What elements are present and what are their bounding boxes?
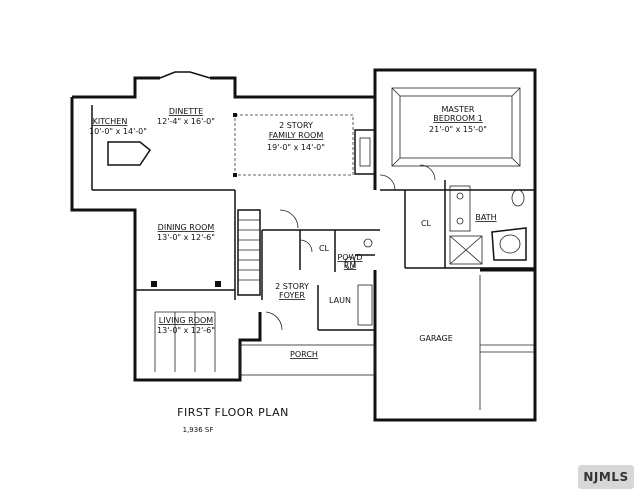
dining-dims: 13'-0" x 12'-6": [157, 233, 215, 242]
kitchen-dims: 10'-0" x 14'-0": [89, 127, 147, 136]
dinette-dims: 12'-4" x 16'-0": [157, 117, 215, 126]
foyer-line1: 2 STORY: [275, 282, 309, 291]
laundry-machines: [357, 284, 373, 326]
staircase: [237, 209, 261, 296]
interior-walls: [91, 105, 535, 331]
bath-fixtures: [449, 185, 527, 265]
laundry-label: LAUN: [329, 296, 351, 305]
garage-doors: [479, 275, 535, 410]
tray-ceiling: [391, 87, 521, 167]
porch-label: PORCH: [290, 350, 318, 359]
family-dims: 19'-0" x 14'-0": [267, 143, 325, 152]
family-line2: FAMILY ROOM: [269, 131, 324, 140]
master-line2: BEDROOM 1: [433, 114, 482, 123]
master-line1: MASTER: [442, 105, 475, 114]
garage-label: GARAGE: [419, 334, 453, 343]
closet2-label: CL: [421, 219, 432, 228]
living-label: LIVING ROOM: [159, 316, 214, 325]
family-room-beams: [233, 113, 354, 177]
kitchen-island: [107, 141, 152, 166]
columns: [151, 281, 221, 287]
porch-outline: [239, 344, 376, 376]
powder-line1: POWD: [337, 253, 362, 262]
room-labels: KITCHEN 10'-0" x 14'-0" DINETTE 12'-4" x…: [89, 105, 497, 359]
dining-label: DINING ROOM: [158, 223, 215, 232]
njmls-watermark: NJMLS: [578, 465, 634, 489]
master-dims: 21'-0" x 15'-0": [429, 125, 487, 134]
bath-label: BATH: [475, 213, 496, 222]
fireplace: [354, 129, 376, 175]
plan-area: 1,936 SF: [183, 426, 214, 434]
powder-line2: RM: [344, 261, 357, 270]
closet1-label: CL: [319, 244, 330, 253]
powder-fixtures: [344, 238, 373, 270]
living-room-detail: [154, 311, 216, 372]
dinette-label: DINETTE: [169, 107, 203, 116]
kitchen-label: KITCHEN: [93, 117, 128, 126]
plan-title: FIRST FLOOR PLAN: [177, 406, 289, 419]
living-dims: 13'-0" x 12'-6": [157, 326, 215, 335]
foyer-line2: FOYER: [279, 291, 305, 300]
family-line1: 2 STORY: [279, 121, 313, 130]
door-swings: [265, 164, 436, 331]
